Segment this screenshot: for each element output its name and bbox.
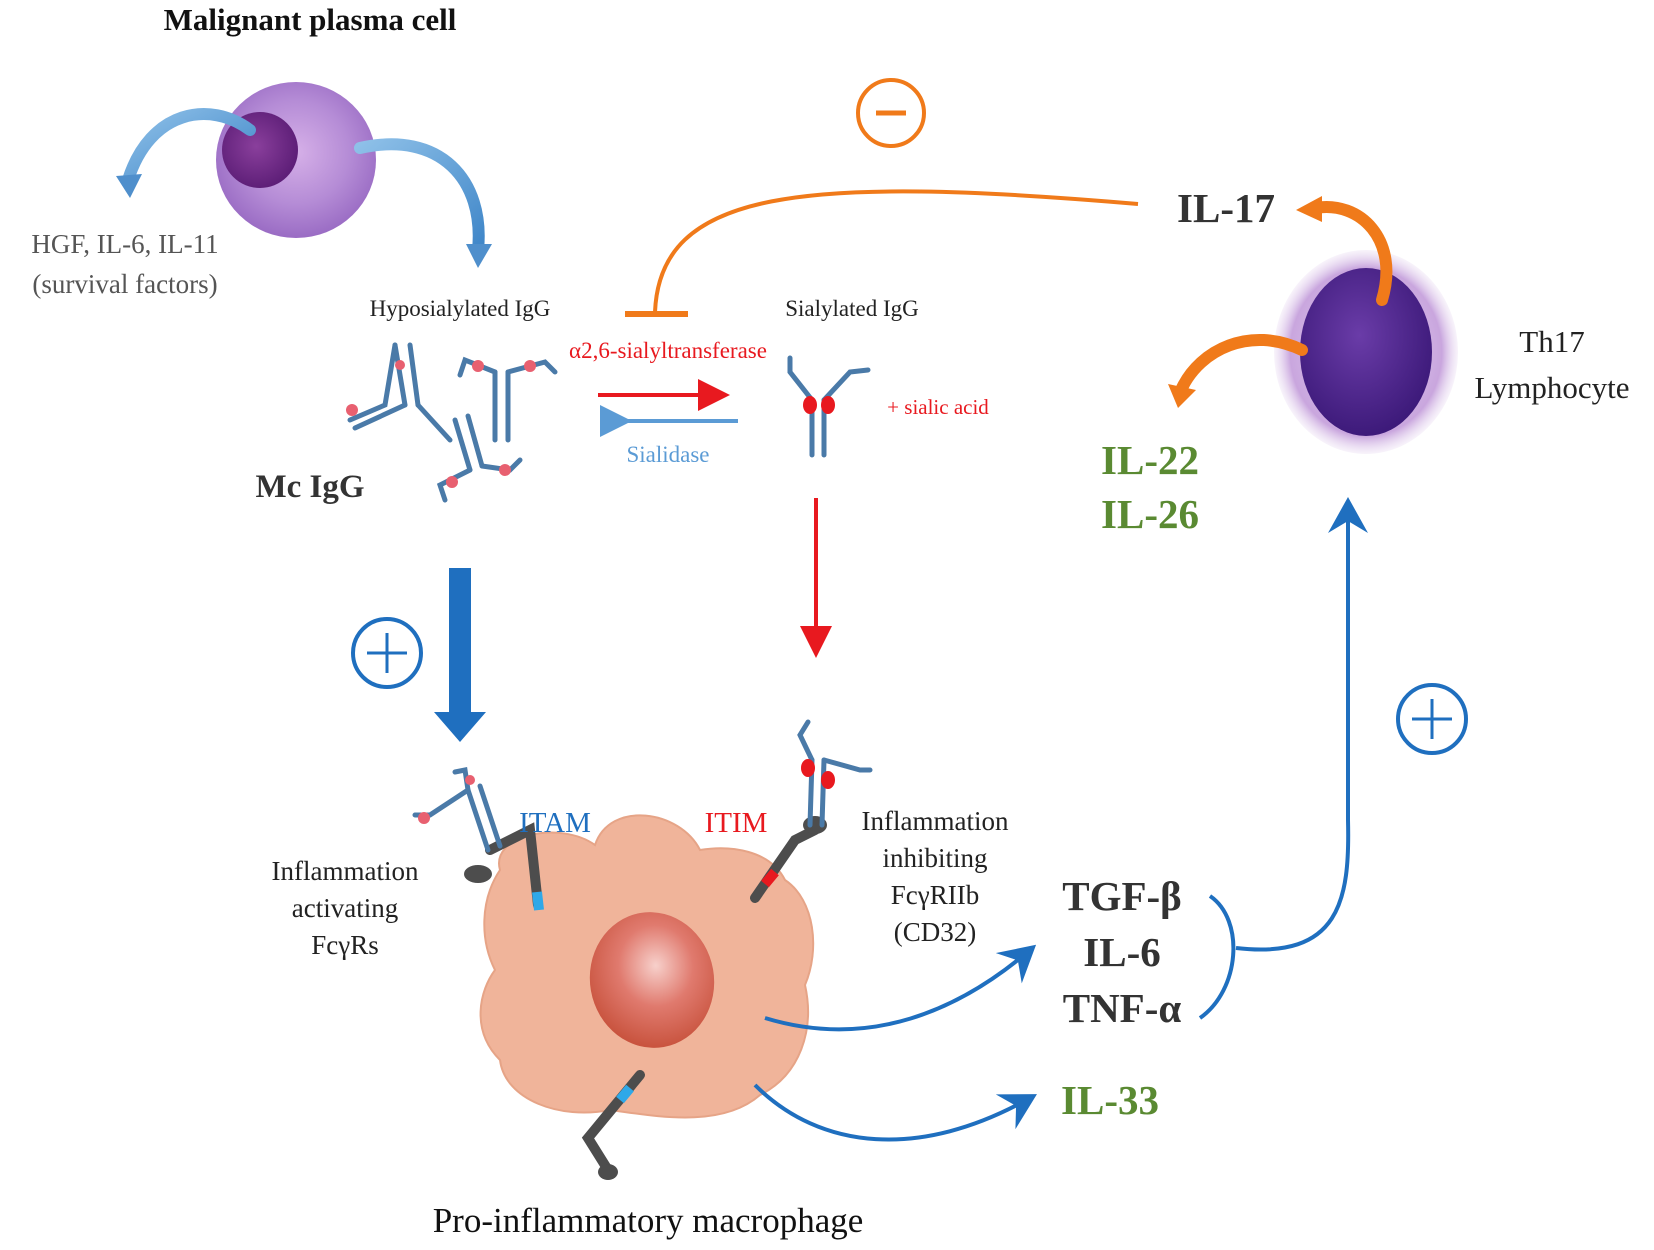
igg-secretion-arrowhead — [466, 244, 492, 268]
activating-fcr-line1: Inflammation — [272, 856, 419, 886]
il6-label: IL-6 — [1083, 929, 1160, 975]
antibody-3 — [436, 413, 523, 503]
sialidase-label: Sialidase — [626, 442, 709, 467]
antibody-1 — [346, 342, 453, 443]
inhibiting-fcr-line2: inhibiting — [882, 843, 987, 873]
activating-fcr-line3: FcγRs — [311, 930, 378, 960]
th17-label-line1: Th17 — [1519, 324, 1584, 359]
tnf-alpha-label: TNF-α — [1063, 985, 1182, 1031]
survival-factor-curl-arrow-left — [122, 108, 256, 186]
hyposialylated-igg-label: Hyposialylated IgG — [370, 296, 551, 321]
il22-label: IL-22 — [1101, 437, 1199, 483]
il17-label: IL-17 — [1177, 185, 1275, 231]
inhibiting-receptor-sialylated-antibody — [797, 719, 873, 828]
sialylated-igg-antibody — [787, 355, 871, 458]
igg-secretion-curl-arrow — [354, 138, 485, 256]
il17-inhibition-arc — [653, 189, 1139, 313]
itam-label: ITAM — [519, 807, 591, 839]
il33-label: IL-33 — [1061, 1077, 1159, 1123]
plus-sign-right — [1396, 683, 1468, 755]
plasma-cell-title: Malignant plasma cell — [164, 2, 457, 37]
activating-fc-receptor — [464, 822, 544, 911]
itim-label: ITIM — [705, 807, 768, 839]
mc-igg-antibody-cluster — [346, 342, 558, 503]
il26-label: IL-26 — [1101, 491, 1199, 537]
plasma-cell — [216, 82, 376, 238]
plus-sign-left — [351, 617, 423, 689]
cytokine-output-arrow — [764, 944, 1037, 1032]
il17-secretion-arrowhead — [1296, 196, 1322, 222]
sialylated-igg-label: Sialylated IgG — [785, 296, 919, 321]
inhibiting-fcr-line1: Inflammation — [862, 806, 1009, 836]
il22-secretion-curl-arrow — [1176, 334, 1308, 394]
minus-sign — [856, 78, 926, 148]
th17-activation-arrow — [1235, 497, 1368, 952]
activating-receptor-antibody — [412, 767, 503, 853]
bottom-fc-receptor — [581, 1070, 645, 1180]
th17-cell — [1274, 250, 1458, 454]
antibody-2 — [457, 356, 558, 443]
il33-output-arrow — [753, 1083, 1037, 1142]
inhibiting-fcr-line3: FcγRIIb — [891, 880, 979, 910]
macrophage-nucleus — [589, 912, 715, 1048]
activating-fcr-line2: activating — [292, 893, 398, 923]
tgf-beta-label: TGF-β — [1062, 873, 1182, 919]
survival-factors-line2: (survival factors) — [32, 269, 217, 299]
survival-factors-line1: HGF, IL-6, IL-11 — [31, 229, 218, 259]
macrophage-caption: Pro-inflammatory macrophage — [433, 1201, 864, 1240]
il17-secretion-curl-arrow — [1309, 201, 1393, 306]
sialyltransferase-label: α2,6-sialyltransferase — [569, 338, 767, 363]
mc-igg-label: Mc IgG — [255, 469, 364, 505]
th17-label-line2: Lymphocyte — [1475, 370, 1630, 405]
sialic-acid-label: + sialic acid — [887, 395, 989, 419]
cytokine-bracket — [1198, 894, 1236, 1020]
survival-factor-arrowhead-left — [116, 174, 142, 198]
hyposialylated-activation-arrow — [434, 568, 486, 742]
il22-secretion-arrowhead — [1168, 384, 1196, 408]
inhibiting-fcr-line4: (CD32) — [894, 917, 977, 947]
